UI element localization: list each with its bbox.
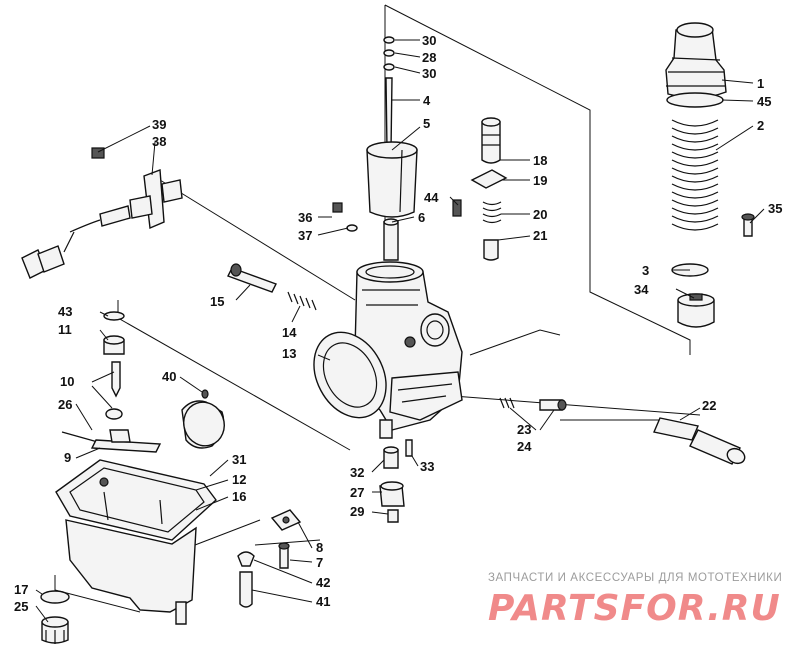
seat-10 bbox=[105, 408, 123, 420]
callout-6: 6 bbox=[418, 210, 425, 225]
washer-30b bbox=[383, 63, 395, 71]
callout-31: 31 bbox=[232, 452, 246, 467]
jet-33 bbox=[405, 439, 413, 457]
callout-10: 10 bbox=[60, 374, 74, 389]
callout-25: 25 bbox=[14, 599, 28, 614]
screw-36 bbox=[332, 202, 343, 213]
callout-36: 36 bbox=[298, 210, 312, 225]
callout-28: 28 bbox=[422, 50, 436, 65]
return-spring bbox=[671, 119, 719, 231]
callout-33: 33 bbox=[420, 459, 434, 474]
callout-labels: 1 45 2 35 3 34 30 28 30 4 5 18 19 44 20 … bbox=[14, 33, 782, 614]
leader-lines bbox=[35, 39, 765, 623]
body-top-ring bbox=[356, 261, 424, 283]
callout-42: 42 bbox=[316, 575, 330, 590]
washer-43 bbox=[103, 311, 125, 321]
slide-cap-assembly bbox=[665, 22, 755, 328]
spring-20 bbox=[482, 201, 502, 224]
callout-38: 38 bbox=[152, 134, 166, 149]
pilot-screw-assembly bbox=[452, 117, 508, 261]
callout-18: 18 bbox=[533, 153, 547, 168]
callout-16: 16 bbox=[232, 489, 246, 504]
callout-22: 22 bbox=[702, 398, 716, 413]
callout-13: 13 bbox=[282, 346, 296, 361]
callout-32: 32 bbox=[350, 465, 364, 480]
callout-40: 40 bbox=[162, 369, 176, 384]
callout-34: 34 bbox=[634, 282, 649, 297]
callout-20: 20 bbox=[533, 207, 547, 222]
callout-11: 11 bbox=[58, 322, 72, 337]
tube-41 bbox=[239, 571, 253, 608]
intake-bore bbox=[313, 331, 387, 419]
idle-screw-assembly bbox=[227, 263, 317, 311]
main-jet-assembly bbox=[379, 439, 413, 523]
carb-body bbox=[313, 261, 463, 439]
callout-9: 9 bbox=[64, 450, 71, 465]
callout-19: 19 bbox=[533, 173, 547, 188]
callout-27: 27 bbox=[350, 485, 364, 500]
pin-40 bbox=[201, 389, 209, 399]
screw-21 bbox=[483, 239, 499, 261]
plate-19 bbox=[470, 169, 508, 189]
spring-24 bbox=[499, 397, 515, 409]
callout-24: 24 bbox=[517, 439, 532, 454]
spring-14 bbox=[287, 291, 317, 311]
callout-17: 17 bbox=[14, 582, 28, 597]
clip-28 bbox=[383, 49, 395, 57]
callout-4: 4 bbox=[423, 93, 431, 108]
callout-29: 29 bbox=[350, 504, 364, 519]
small-parts bbox=[40, 509, 302, 644]
float-bowl-assembly bbox=[55, 311, 225, 625]
callout-14: 14 bbox=[282, 325, 297, 340]
oring-17 bbox=[40, 590, 70, 604]
float-arm-9 bbox=[90, 439, 162, 453]
callout-39: 39 bbox=[152, 117, 166, 132]
callout-41: 41 bbox=[316, 594, 330, 609]
hose-22a bbox=[653, 417, 699, 441]
needle-valve-10 bbox=[111, 361, 121, 398]
callout-43: 43 bbox=[58, 304, 72, 319]
callout-30a: 30 bbox=[422, 33, 436, 48]
callout-21: 21 bbox=[533, 228, 547, 243]
gasket-12 bbox=[55, 459, 217, 541]
callout-45: 45 bbox=[757, 94, 771, 109]
washer-30a bbox=[383, 36, 395, 44]
callout-5: 5 bbox=[423, 116, 430, 131]
callout-2: 2 bbox=[757, 118, 764, 133]
callout-12: 12 bbox=[232, 472, 246, 487]
callout-1: 1 bbox=[757, 76, 764, 91]
callout-44: 44 bbox=[424, 190, 439, 205]
callout-8: 8 bbox=[316, 540, 323, 555]
top-cap bbox=[665, 27, 727, 99]
needle-slide-assembly bbox=[332, 36, 418, 261]
callout-37: 37 bbox=[298, 228, 312, 243]
sensor-cable-assembly bbox=[21, 147, 183, 279]
callout-23: 23 bbox=[517, 422, 531, 437]
clamp-42 bbox=[237, 551, 255, 567]
callout-7: 7 bbox=[316, 555, 323, 570]
callout-3: 3 bbox=[642, 263, 649, 278]
side-port bbox=[420, 313, 450, 347]
cap-top-ring bbox=[676, 22, 714, 38]
jet-needle bbox=[385, 77, 393, 151]
screw-44 bbox=[452, 199, 462, 217]
callout-35: 35 bbox=[768, 201, 782, 216]
hose-assembly bbox=[653, 417, 746, 465]
needle-jet-6 bbox=[383, 221, 399, 261]
oring-37 bbox=[346, 224, 358, 232]
callout-30b: 30 bbox=[422, 66, 436, 81]
bowl-16 bbox=[65, 519, 197, 613]
jet-29 bbox=[387, 509, 399, 523]
callout-15: 15 bbox=[210, 294, 224, 309]
callout-26: 26 bbox=[58, 397, 72, 412]
air-screw-assembly bbox=[499, 397, 567, 411]
oring-45 bbox=[666, 92, 724, 108]
cap-18 bbox=[481, 121, 501, 164]
